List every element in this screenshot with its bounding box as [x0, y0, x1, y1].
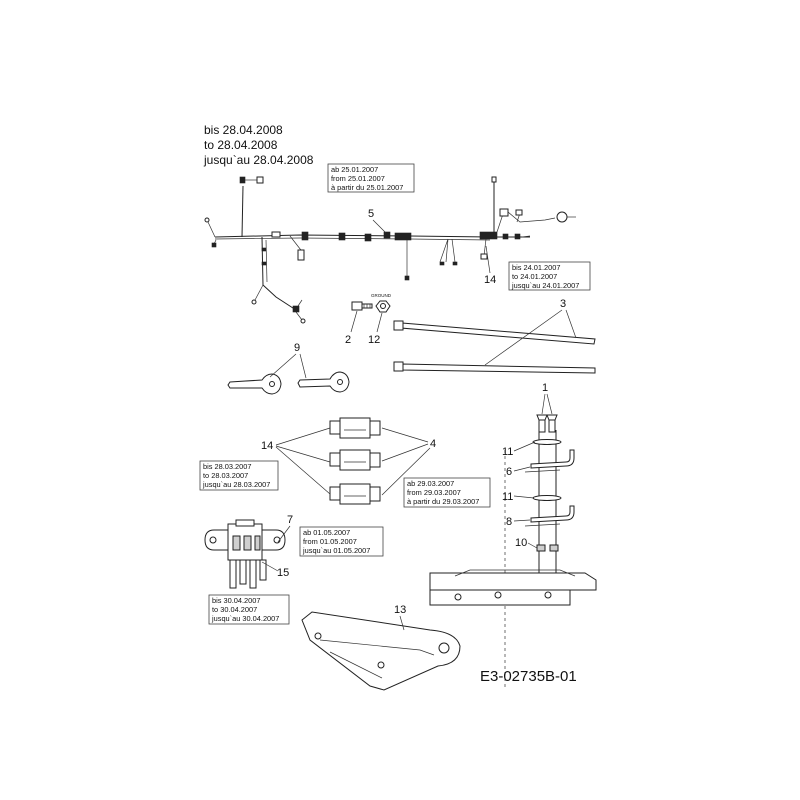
callout-15-leader [261, 561, 279, 572]
switch-part-15: 15 [204, 519, 289, 589]
note-14-left-line-1: bis 28.03.2007 [203, 462, 252, 471]
note-14-top-box [508, 261, 591, 291]
callout-1-leader [541, 393, 553, 415]
callout-3-leader [484, 309, 577, 366]
header-line-1: bis 28.04.2008 [204, 123, 283, 137]
callout-14-left-number: 14 [261, 440, 273, 452]
callout-11a-number: 11 [502, 446, 513, 458]
callout-15-number: 15 [277, 567, 289, 579]
callout-8-leader [513, 519, 531, 522]
ground-bolt-part-2: GROUND 2 [345, 293, 392, 346]
callout-14-top-leader [485, 245, 491, 274]
note-5-line-2: from 25.01.2007 [331, 174, 385, 183]
wiring-harness [204, 176, 576, 324]
callout-2-number: 2 [345, 334, 351, 346]
keys-part-9: 9 [227, 342, 350, 395]
callout-5-number: 5 [368, 208, 374, 220]
callout-14-top: bis 24.01.2007 to 24.01.2007 jusqu`au 24… [484, 245, 591, 291]
callout-14-top-number: 14 [484, 274, 496, 286]
note-7-line-1: ab 01.05.2007 [303, 528, 350, 537]
note-14-top-line-1: bis 24.01.2007 [512, 263, 561, 272]
bracket-part-13: 13 [301, 604, 461, 691]
callout-11b-number: 11 [502, 491, 513, 503]
callout-6-number: 6 [506, 466, 512, 478]
note-14-top-line-3: jusqu`au 24.01.2007 [511, 281, 579, 290]
note-14-left-line-3: jusqu`au 28.03.2007 [202, 480, 270, 489]
drawing-code: E3-02735B-01 [480, 668, 577, 685]
callout-10-number: 10 [515, 537, 527, 549]
note-5-line-1: ab 25.01.2007 [331, 165, 378, 174]
callout-7: 7 ab 01.05.2007 from 01.05.2007 jusqu`au… [277, 514, 384, 557]
connector-3 [329, 483, 381, 505]
callout-14-left: 14 bis 28.03.2007 to 28.03.2007 jusqu`au… [199, 427, 331, 495]
note-15: bis 30.04.2007 to 30.04.2007 jusqu`au 30… [208, 594, 290, 625]
note-7-box [299, 526, 384, 557]
callout-12-number: 12 [368, 334, 380, 346]
callout-12-leader [376, 312, 383, 333]
callout-4-number: 4 [430, 438, 436, 450]
note-7-line-3: jusqu`au 01.05.2007 [302, 546, 370, 555]
note-4-line-3: à partir du 29.03.2007 [407, 497, 479, 506]
callout-8-number: 8 [506, 516, 512, 528]
note-7-line-2: from 01.05.2007 [303, 537, 357, 546]
callout-3-number: 3 [560, 298, 566, 310]
header-line-3: jusqu`au 28.04.2008 [203, 153, 314, 167]
note-15-line-1: bis 30.04.2007 [212, 596, 261, 605]
callout-5-leader [372, 219, 387, 234]
callout-11a-leader [513, 441, 536, 452]
connector-1 [329, 417, 381, 439]
callout-6-leader [513, 466, 531, 472]
callout-4-leader [381, 427, 431, 496]
connectors-part-4: 4 [329, 417, 436, 505]
callout-13-leader [399, 615, 405, 631]
note-5-line-3: à partir du 25.01.2007 [331, 183, 403, 192]
ground-nut-part-12: 12 [368, 300, 391, 346]
note-15-box [208, 594, 290, 625]
callout-2-leader [350, 310, 358, 333]
note-15-line-2: to 30.04.2007 [212, 605, 257, 614]
callout-9-number: 9 [294, 342, 300, 354]
callout-13-number: 13 [394, 604, 406, 616]
callout-7-number: 7 [287, 514, 293, 526]
callout-10-leader [527, 542, 538, 549]
note-5-box [327, 163, 415, 193]
cable-ties-part-3: 3 [393, 298, 596, 374]
note-14-top-line-2: to 24.01.2007 [512, 272, 557, 281]
callout-9-leader [269, 353, 307, 379]
connector-2 [329, 449, 381, 471]
callout-5: ab 25.01.2007 from 25.01.2007 à partir d… [327, 163, 415, 234]
callout-14-left-leader [275, 427, 331, 495]
note-14-left-box [199, 460, 279, 491]
header-line-2: to 28.04.2008 [204, 138, 278, 152]
note-4: ab 29.03.2007 from 29.03.2007 à partir d… [403, 477, 491, 508]
note-14-left-line-2: to 28.03.2007 [203, 471, 248, 480]
ground-label: GROUND [371, 293, 392, 298]
callout-7-leader [277, 525, 291, 543]
header-validity-text: bis 28.04.2008 to 28.04.2008 jusqu`au 28… [203, 123, 314, 167]
callout-1-number: 1 [542, 382, 548, 394]
note-4-line-2: from 29.03.2007 [407, 488, 461, 497]
mounting-assembly: 1 11 6 11 8 10 [429, 382, 597, 690]
callout-11b-leader [513, 495, 535, 499]
note-4-box [403, 477, 491, 508]
note-4-line-1: ab 29.03.2007 [407, 479, 454, 488]
note-15-line-3: jusqu`au 30.04.2007 [211, 614, 279, 623]
